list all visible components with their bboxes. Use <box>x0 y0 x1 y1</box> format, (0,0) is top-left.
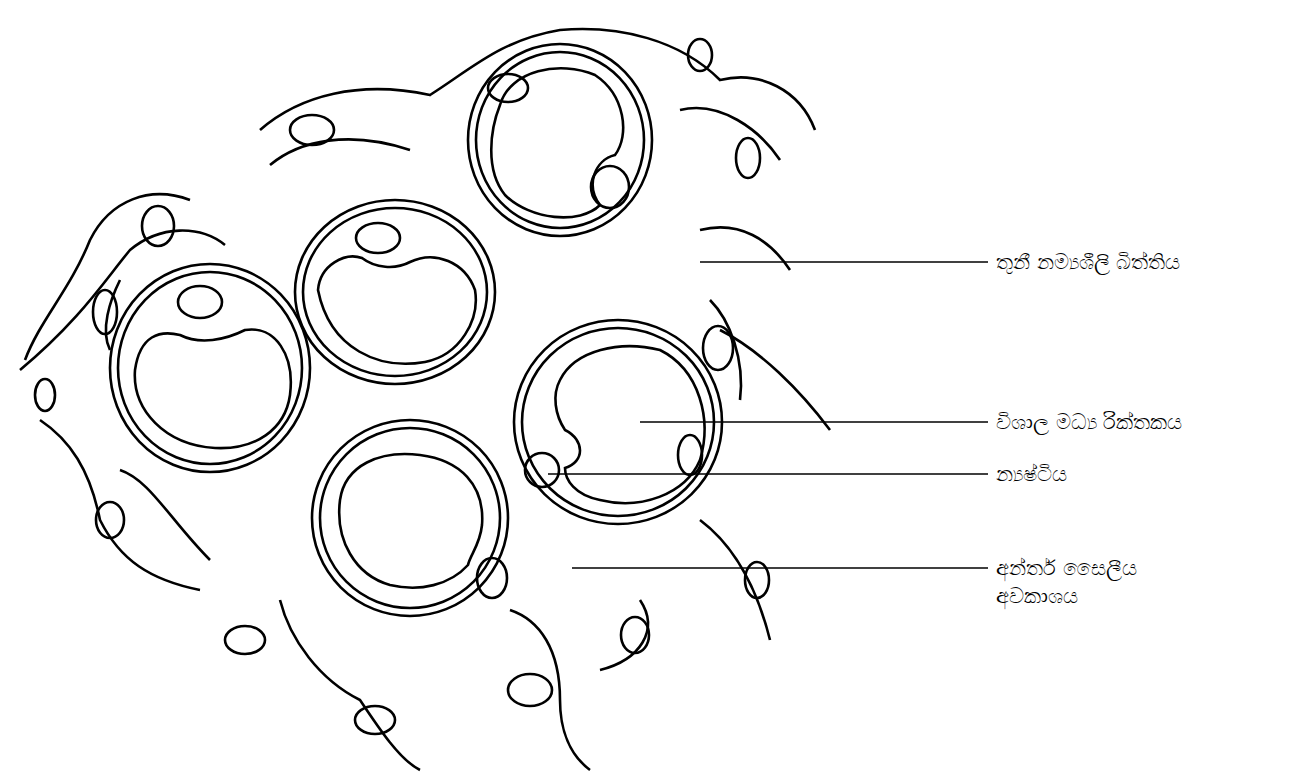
cell-a <box>468 44 652 236</box>
peripheral-cells <box>20 29 830 770</box>
cell-c <box>110 264 310 472</box>
cell-b <box>295 200 495 384</box>
leader-lines <box>548 262 988 568</box>
cell-e <box>312 420 508 616</box>
part-label: අන්තර් සෛලීය අවකාශය <box>994 554 1178 611</box>
part-label: න්‍යෂ්ටිය <box>994 460 1069 488</box>
part-label: තුනී නම්‍යශීලි බිත්තිය <box>994 248 1182 276</box>
part-label: විශාල මධ්‍ය රික්තකය <box>994 408 1184 436</box>
